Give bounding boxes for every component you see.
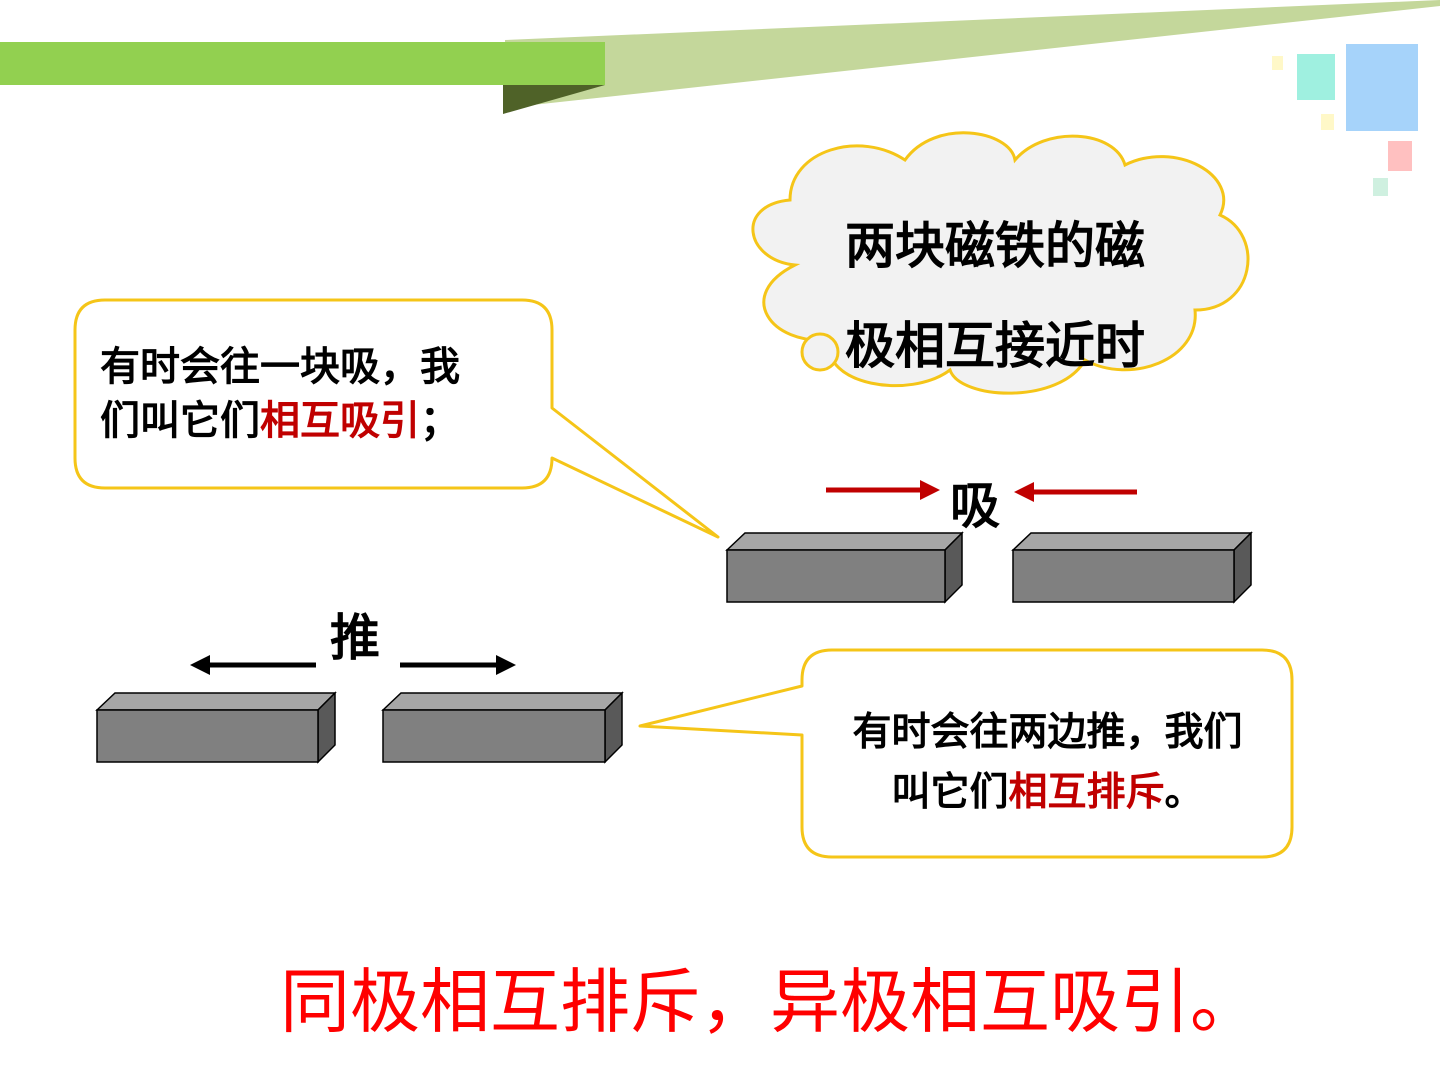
deco-square-blue (1346, 44, 1418, 131)
attract-line-2-suffix: ； (420, 398, 460, 444)
banner-green-bar (0, 42, 605, 85)
conclusion-text: 同极相互排斥，异极相互吸引。 (280, 961, 1260, 1043)
banner-dark-wedge (503, 85, 605, 114)
repel-arrow-left (190, 655, 316, 675)
deco-square-teal (1297, 54, 1335, 100)
repel-arrow-right (400, 655, 516, 675)
attract-line-1: 有时会往一块吸，我 (100, 344, 460, 390)
repel-label: 推 (330, 609, 380, 667)
attract-highlight: 相互吸引 (260, 398, 420, 444)
magnet-attract-left (725, 531, 964, 604)
repel-callout-text: 有时会往两边推，我们 叫它们相互排斥。 (805, 703, 1290, 823)
deco-square-mint (1373, 178, 1388, 196)
repel-line-2-suffix: 。 (1164, 770, 1204, 815)
deco-square-yellow (1272, 56, 1283, 70)
magnet-repel-left (95, 691, 337, 764)
attract-line-2-prefix: 们叫它们 (100, 398, 260, 444)
cloud-line-1: 两块磁铁的磁 (845, 217, 1145, 275)
repel-highlight: 相互排斥 (1008, 770, 1165, 815)
magnet-repel-right (381, 691, 624, 764)
attract-callout-text: 有时会往一块吸，我 们叫它们相互吸引； (100, 340, 545, 448)
banner-light-wedge (505, 0, 1440, 108)
attract-callout-bubble (73, 298, 720, 539)
repel-callout-bubble (638, 648, 1294, 859)
attract-arrow-right (826, 480, 940, 500)
cloud-text: 两块磁铁的磁 极相互接近时 (780, 196, 1210, 396)
deco-square-pink (1388, 141, 1412, 171)
magnet-attract-right (1011, 531, 1253, 604)
thought-cloud (751, 131, 1250, 395)
cloud-line-2: 极相互接近时 (845, 317, 1145, 375)
repel-line-2-prefix: 叫它们 (891, 770, 1009, 815)
deco-square-yellow-small (1321, 114, 1334, 130)
attract-label: 吸 (950, 477, 1000, 535)
repel-line-1: 有时会往两边推，我们 (852, 710, 1243, 755)
attract-arrow-left (1014, 482, 1137, 502)
